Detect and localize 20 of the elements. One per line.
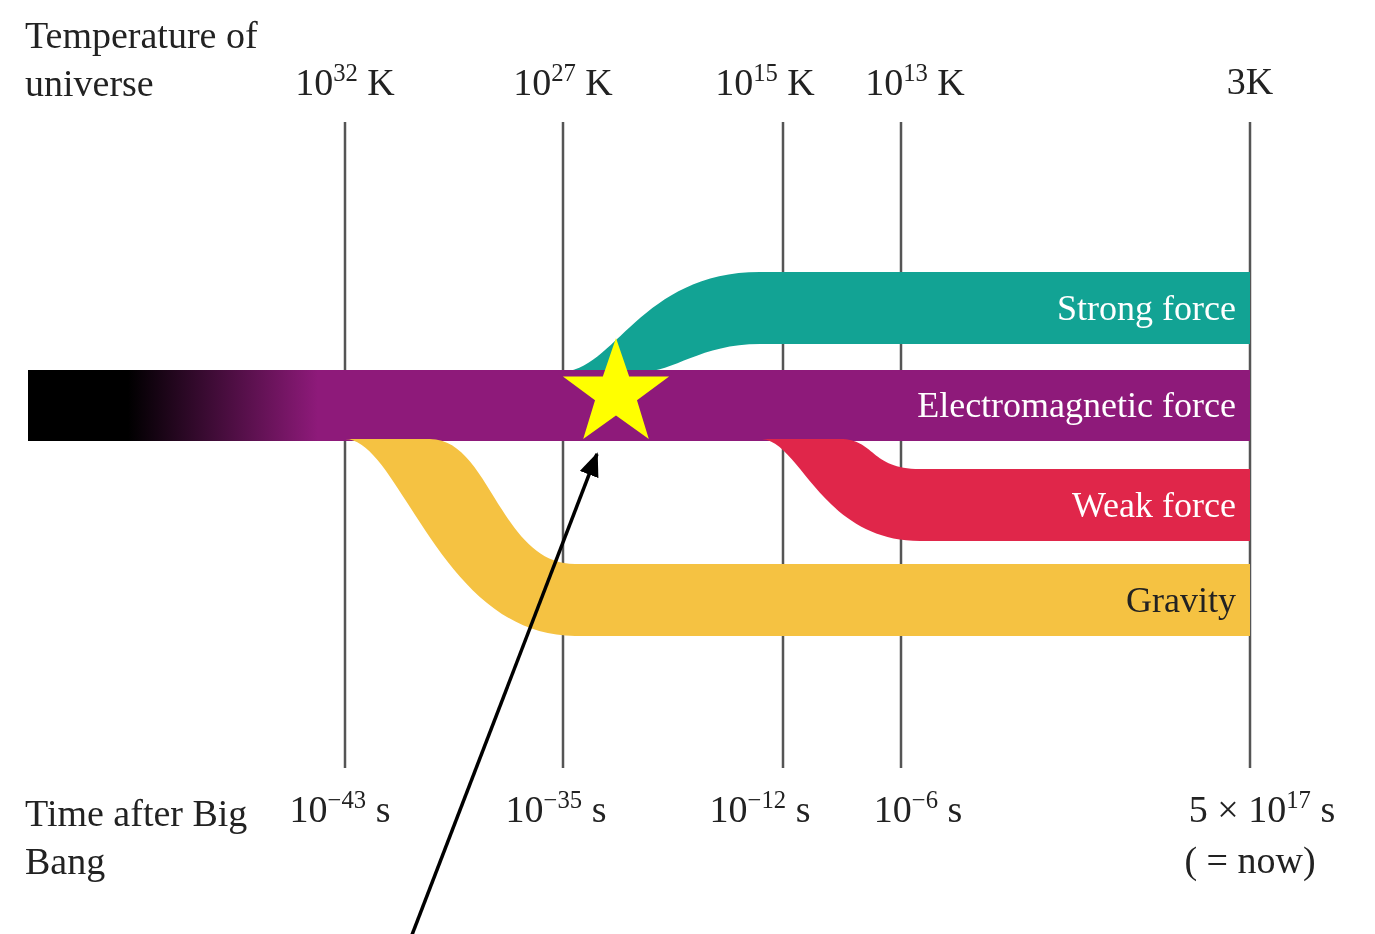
arrow — [408, 452, 599, 934]
force-label: Weak force — [1072, 484, 1236, 527]
temperature-label: 10$^{32}$ K — [295, 58, 395, 105]
temperature-label: 10$^{15}$ K — [715, 58, 815, 105]
axis-title: Time after Big Bang — [25, 791, 249, 884]
time-label: 10$^{−6}$ s — [873, 785, 963, 832]
axis-title: Temperature of universe — [25, 13, 259, 106]
time-label: 10$^{−12}$ s — [709, 785, 811, 832]
force-band — [28, 370, 1250, 441]
time-note: ( = now) — [1184, 838, 1316, 883]
temperature-label: 10$^{13}$ K — [865, 58, 965, 105]
force-label: Strong force — [1057, 287, 1236, 330]
force-band — [345, 439, 1250, 636]
time-label: 10$^{−43}$ s — [289, 785, 391, 832]
time-label: 5 × 10$^{17}$ s — [1188, 785, 1336, 832]
force-label: Electromagnetic force — [917, 384, 1236, 427]
temperature-label: 3K — [1226, 59, 1274, 104]
force-label: Gravity — [1126, 579, 1236, 622]
temperature-label: 10$^{27}$ K — [513, 58, 613, 105]
time-label: 10$^{−35}$ s — [505, 785, 607, 832]
